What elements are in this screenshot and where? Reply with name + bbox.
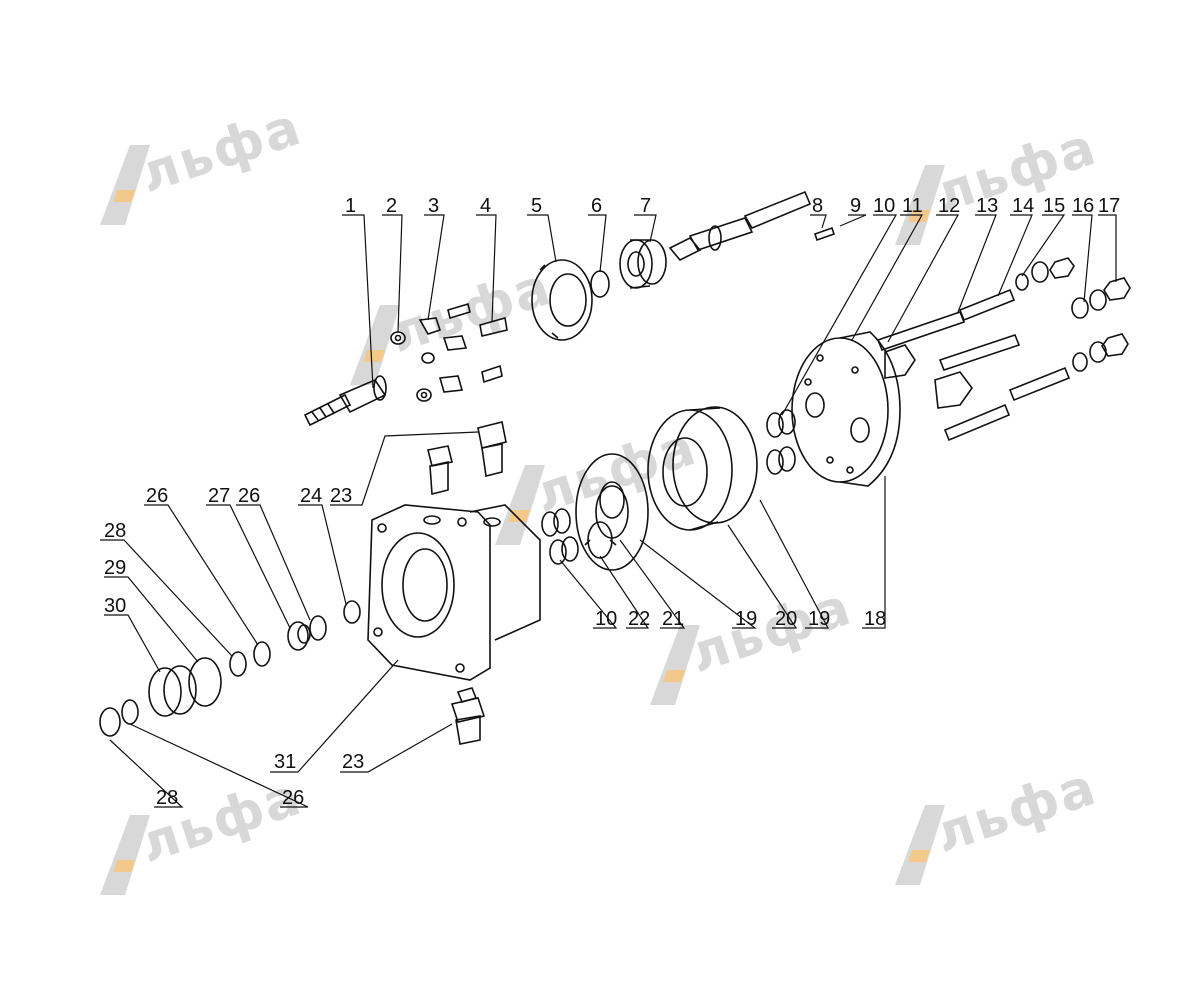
callout-30: 30 bbox=[104, 595, 126, 617]
callout-20: 20 bbox=[775, 608, 797, 630]
callout-23: 23 bbox=[330, 485, 352, 507]
callout-22: 22 bbox=[628, 608, 650, 630]
callout-6: 6 bbox=[591, 195, 602, 217]
callout-1: 1 bbox=[345, 195, 356, 217]
part-pins-and-nuts bbox=[876, 257, 1131, 442]
callout-27: 27 bbox=[208, 485, 230, 507]
part-pump-body bbox=[367, 504, 541, 681]
callout-10: 10 bbox=[873, 195, 895, 217]
part-nut bbox=[390, 331, 435, 402]
callout-12: 12 bbox=[938, 195, 960, 217]
part-seal-and-rings bbox=[99, 600, 361, 737]
watermark-logo: льфа bbox=[95, 97, 325, 240]
part-lock-plate bbox=[418, 317, 468, 393]
callout-14: 14 bbox=[1012, 195, 1034, 217]
part-port-plate bbox=[575, 453, 649, 571]
watermark-logo: льфа bbox=[345, 257, 575, 400]
callout-24: 24 bbox=[300, 485, 322, 507]
callout-28: 28 bbox=[104, 520, 126, 542]
callout-3: 3 bbox=[428, 195, 439, 217]
callout-26: 26 bbox=[238, 485, 260, 507]
callout-29: 29 bbox=[104, 557, 126, 579]
leader-lines bbox=[100, 214, 1117, 808]
part-needle-bearing bbox=[766, 409, 796, 475]
callout-16: 16 bbox=[1072, 195, 1094, 217]
callout-4: 4 bbox=[480, 195, 491, 217]
callout-9: 9 bbox=[850, 195, 861, 217]
part-fitting bbox=[427, 421, 507, 745]
part-retaining-ring bbox=[590, 270, 610, 298]
callout-19: 19 bbox=[808, 608, 830, 630]
part-needle-bearing bbox=[541, 508, 579, 565]
part-stud bbox=[447, 302, 508, 384]
callout-17: 17 bbox=[1098, 195, 1120, 217]
callout-10: 10 bbox=[595, 608, 617, 630]
callout-26: 26 bbox=[146, 485, 168, 507]
callout-5: 5 bbox=[531, 195, 542, 217]
callout-13: 13 bbox=[976, 195, 998, 217]
part-splined-shaft bbox=[303, 375, 387, 427]
watermark-logo: льфа bbox=[890, 757, 1120, 900]
callout-8: 8 bbox=[812, 195, 823, 217]
watermark-logo: льфа bbox=[890, 117, 1120, 260]
callout-11: 11 bbox=[902, 195, 923, 217]
part-end-cover bbox=[791, 331, 901, 487]
callout-15: 15 bbox=[1043, 195, 1065, 217]
part-flange-plate bbox=[531, 259, 593, 341]
callout-28: 28 bbox=[156, 787, 178, 809]
callout-2: 2 bbox=[386, 195, 397, 217]
part-bearing bbox=[619, 239, 667, 289]
part-gear-housing bbox=[647, 406, 758, 531]
callout-7: 7 bbox=[640, 195, 651, 217]
callout-18: 18 bbox=[864, 608, 886, 630]
callout-26: 26 bbox=[282, 787, 304, 809]
part-gears bbox=[584, 481, 625, 559]
callout-31: 31 bbox=[274, 751, 296, 773]
callout-21: 21 bbox=[662, 608, 684, 630]
watermark-logo: льфа bbox=[95, 767, 325, 910]
callout-23: 23 bbox=[342, 751, 364, 773]
watermark-logo: льфа bbox=[645, 577, 875, 720]
callout-labels: 1 2 3 4 5 6 7 8 9 10 11 12 13 14 15 16 1… bbox=[104, 195, 1120, 809]
callout-19: 19 bbox=[735, 608, 757, 630]
part-drive-shaft bbox=[668, 190, 836, 261]
